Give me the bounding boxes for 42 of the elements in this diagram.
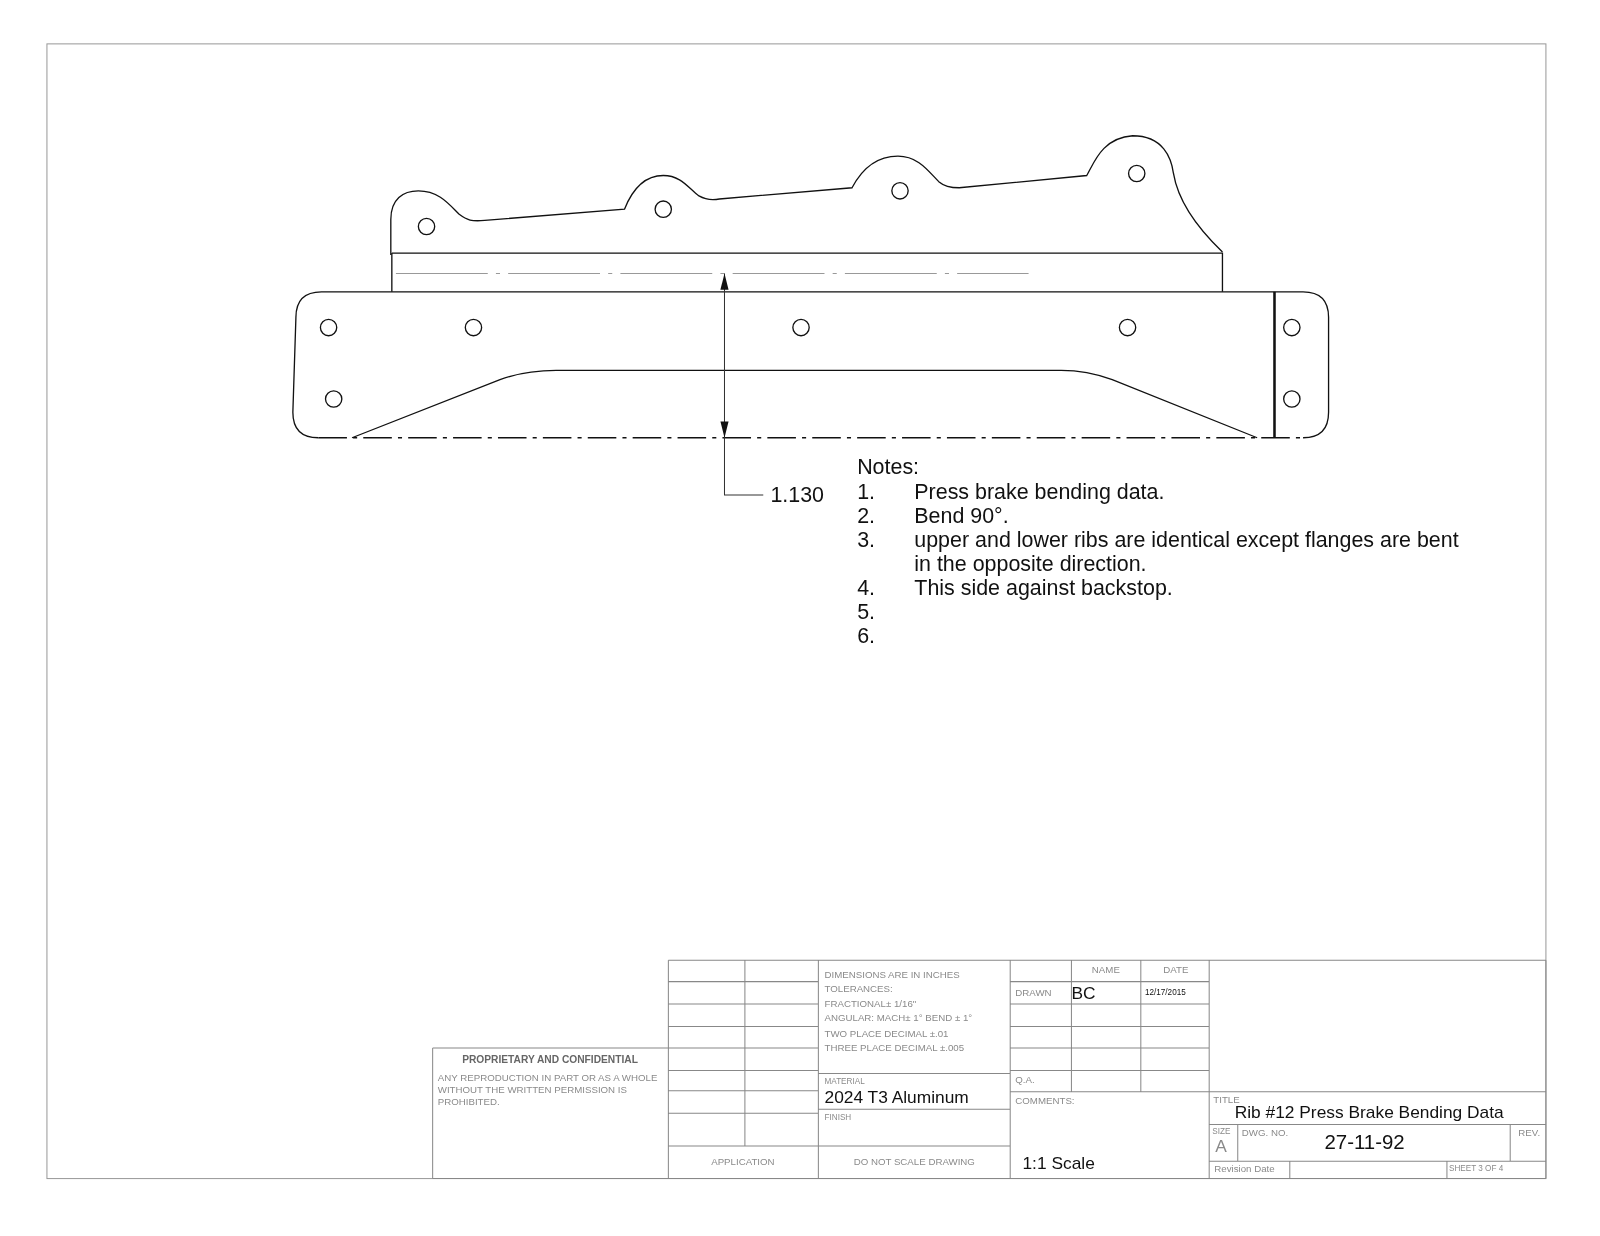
field-label: MATERIAL xyxy=(824,1076,865,1087)
sheet-number: SHEET 3 OF 4 xyxy=(1449,1164,1504,1175)
column-header: NAME xyxy=(1091,964,1120,977)
tolerance-note: TOLERANCES: xyxy=(824,982,893,995)
tolerance-note: THREE PLACE DECIMAL ±.005 xyxy=(824,1041,965,1055)
note-number: 5. xyxy=(857,600,875,624)
field-label: REV. xyxy=(1518,1126,1541,1139)
note-text: Bend 90°. xyxy=(914,504,1009,529)
tolerance-note: FRACTIONAL± 1/16" xyxy=(824,997,917,1011)
note-number: 3. xyxy=(857,527,875,552)
confidentiality-notice: ANY REPRODUCTION IN PART OR AS A WHOLE WITHOUT THE WRITTEN PERMISSION IS PROHIBITED. xyxy=(437,1071,659,1109)
note-text: This side against backstop. xyxy=(914,575,1173,600)
column-header: DATE xyxy=(1163,964,1189,977)
confidentiality-heading: PROPRIETARY AND CONFIDENTIAL xyxy=(462,1054,638,1067)
field-label: DWG. NO. xyxy=(1241,1126,1289,1139)
field-label: DRAWN xyxy=(1015,986,1052,999)
material-value: 2024 T3 Aluminum xyxy=(824,1087,969,1109)
note-number: 2. xyxy=(857,504,875,529)
field-label: FINISH xyxy=(824,1113,852,1124)
tolerance-note: ANGULAR: MACH± 1° BEND ± 1° xyxy=(824,1012,973,1025)
date-value: 12/17/2015 xyxy=(1144,987,1186,998)
note-number: 4. xyxy=(857,575,875,600)
note-number: 1. xyxy=(857,479,875,504)
dimension-value: 1.130 xyxy=(770,482,825,507)
field-label: Revision Date xyxy=(1214,1163,1275,1176)
tolerance-note: DIMENSIONS ARE IN INCHES xyxy=(824,968,960,981)
field-label: APPLICATION xyxy=(711,1156,775,1169)
field-label: COMMENTS: xyxy=(1015,1094,1075,1108)
drawing-number: 27-11-92 xyxy=(1324,1129,1405,1155)
scale-value: 1:1 Scale xyxy=(1022,1154,1095,1175)
size-value: A xyxy=(1215,1136,1227,1158)
note-number: 6. xyxy=(857,623,875,648)
drawn-by-value: BC xyxy=(1071,983,1096,1005)
field-label: SIZE xyxy=(1212,1126,1231,1137)
field-label: TITLE xyxy=(1213,1093,1240,1106)
drawing-warning: DO NOT SCALE DRAWING xyxy=(853,1156,975,1169)
tolerance-note: TWO PLACE DECIMAL ±.01 xyxy=(824,1027,949,1040)
note-text: upper and lower ribs are identical except flanges are bent in the opposite direction. xyxy=(914,527,1460,576)
note-text: Press brake bending data. xyxy=(914,479,1165,504)
field-label: Q.A. xyxy=(1015,1073,1035,1086)
notes-heading: Notes: xyxy=(857,455,920,480)
drawing-title: Rib #12 Press Brake Bending Data xyxy=(1234,1103,1504,1124)
